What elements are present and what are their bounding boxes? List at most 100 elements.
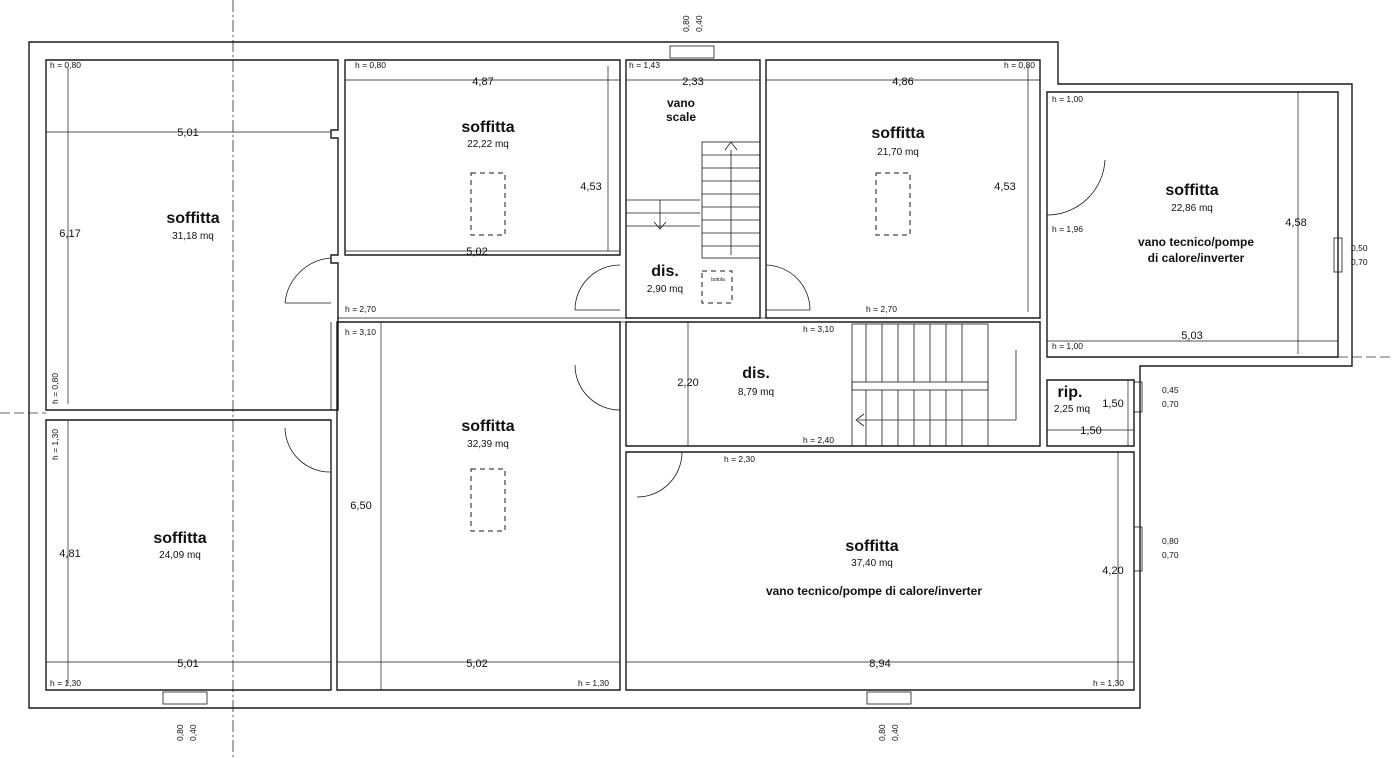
room-note: vano tecnico/pompe di calore/inverter [766, 584, 982, 598]
room-outline-bottom-right [625, 451, 1135, 691]
skylight [470, 468, 506, 532]
stair-upper [626, 141, 761, 259]
room-area: 8,79 mq [738, 387, 774, 398]
window-right-1 [1333, 237, 1343, 273]
door-arc [574, 264, 621, 311]
room-name: soffitta [1165, 182, 1218, 199]
height-label: h = 2,70 [345, 304, 376, 314]
room-outline-top-left [45, 59, 339, 411]
room-note: vano tecnico/pompe [1138, 235, 1254, 249]
room-outline-top-right [1046, 91, 1339, 358]
height-label: h = 1,30 [578, 678, 609, 688]
dimension-label: 4,86 [892, 76, 913, 88]
door-arc [284, 427, 332, 473]
room-name: rip. [1058, 384, 1083, 401]
dimension-label: 1,50 [1102, 398, 1123, 410]
outer-wall [28, 41, 1353, 709]
height-label: h = 1,00 [1052, 94, 1083, 104]
height-label: h = 2,30 [724, 454, 755, 464]
height-label: h = 1,96 [1052, 224, 1083, 234]
window-right-3 [1133, 526, 1143, 572]
room-note-line2: di calore/inverter [1148, 251, 1245, 265]
botola-hatch [701, 270, 733, 304]
height-label: h = 0,80 [1004, 60, 1035, 70]
window-bottom-mid [866, 691, 912, 705]
height-label: h = 3,10 [345, 327, 376, 337]
room-name: soffitta [461, 119, 514, 136]
room-area: 31,18 mq [172, 231, 214, 242]
room-name-line2: scale [666, 110, 696, 124]
height-label: h = 0,80 [355, 60, 386, 70]
room-outline-top-mid-left [344, 59, 621, 256]
height-label: h = 2,40 [803, 435, 834, 445]
dimension-label: 5,02 [466, 658, 487, 670]
window-right-2 [1133, 381, 1143, 413]
dimension-label: 5,01 [177, 127, 198, 139]
window-dim-label: 0,40 [694, 15, 704, 32]
window-dim-label: 0,80 [877, 724, 887, 741]
door-arc [574, 364, 621, 411]
door-arc [765, 264, 811, 311]
room-name: dis. [742, 365, 770, 382]
dimension-label: 5,02 [466, 246, 487, 258]
door-arc [1046, 159, 1106, 216]
room-area: 24,09 mq [159, 550, 201, 561]
window-dim-label: 0,70 [1162, 399, 1179, 409]
room-name: soffitta [845, 538, 898, 555]
dimension-label: 4,53 [994, 181, 1015, 193]
dimension-label: 8,94 [869, 658, 890, 670]
window-dim-label: 0,70 [1162, 550, 1179, 560]
room-outline-bottom-mid [336, 321, 621, 691]
height-label: h = 2,70 [866, 304, 897, 314]
height-label: h = 1,30 [1093, 678, 1124, 688]
window-dim-label: 0,70 [1351, 257, 1368, 267]
room-name: soffitta [461, 418, 514, 435]
room-name: soffitta [153, 530, 206, 547]
room-area: 22,22 mq [467, 139, 509, 150]
room-area: 22,86 mq [1171, 203, 1213, 214]
dimension-label: 4,81 [59, 548, 80, 560]
window-dim-label: 0,40 [890, 724, 900, 741]
dimension-label: 6,50 [350, 500, 371, 512]
room-area: 37,40 mq [851, 558, 893, 569]
room-area: 21,70 mq [877, 147, 919, 158]
stair-lower [851, 323, 1017, 447]
window-dim-label: 0,80 [681, 15, 691, 32]
room-name: soffitta [871, 125, 924, 142]
room-area: 32,39 mq [467, 439, 509, 450]
height-label: h = 1,43 [629, 60, 660, 70]
height-label: h = 3,10 [803, 324, 834, 334]
dimension-label: 4,87 [472, 76, 493, 88]
dimension-label: 2,20 [677, 377, 698, 389]
door-arc [284, 257, 332, 304]
dimension-lines [46, 66, 1338, 690]
window-bottom-left [162, 691, 208, 705]
height-label: h = 1,00 [1052, 341, 1083, 351]
height-label: h = 0,80 [50, 60, 81, 70]
window-dim-label: 0,45 [1162, 385, 1179, 395]
room-name: dis. [651, 263, 679, 280]
room-outline-rip [1046, 379, 1135, 447]
window-dim-label: 0,50 [1351, 243, 1368, 253]
height-label: h = 0,80 [50, 373, 60, 404]
dimension-label: 1,50 [1080, 425, 1101, 437]
window-dim-label: 0,80 [1162, 536, 1179, 546]
room-name: vano [667, 96, 695, 110]
dimension-label: 4,58 [1285, 217, 1306, 229]
room-name: soffitta [166, 210, 219, 227]
dimension-label: 5,01 [177, 658, 198, 670]
door-arc [636, 451, 683, 498]
dimension-label: 5,03 [1181, 330, 1202, 342]
room-area: 2,25 mq [1054, 404, 1090, 415]
skylight [470, 172, 506, 236]
window-dim-label: 0,40 [188, 724, 198, 741]
dimension-label: 4,20 [1102, 565, 1123, 577]
window-top [669, 45, 715, 59]
height-label: h = 1,30 [50, 678, 81, 688]
window-dim-label: 0,80 [175, 724, 185, 741]
skylight [875, 172, 911, 236]
dimension-label: 2,33 [682, 76, 703, 88]
dimension-label: 6,17 [59, 228, 80, 240]
height-label: h = 1,30 [50, 429, 60, 460]
